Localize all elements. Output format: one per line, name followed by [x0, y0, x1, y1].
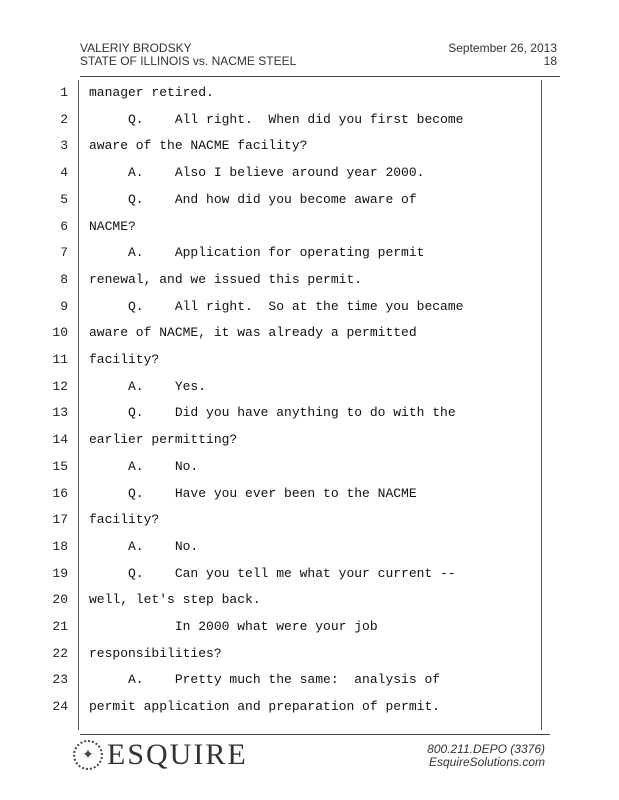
transcript-line: In 2000 what were your job [89, 619, 378, 634]
line-number: 9 [60, 298, 68, 314]
transcript-line: A. No. [89, 458, 199, 474]
footer-contact: 800.211.DEPO (3376) EsquireSolutions.com [427, 743, 545, 769]
line-number: 11 [52, 352, 68, 367]
line-number: 13 [52, 405, 68, 421]
logo-text: ESQUIRE [107, 738, 248, 771]
line-number: 14 [52, 432, 68, 448]
transcript-line: Q. Have you ever been to the NACME [89, 485, 417, 501]
transcript-line: aware of NACME, it was already a permitt… [89, 325, 417, 341]
transcript-line: Q. All right. When did you first become [89, 111, 464, 127]
phone-number: 800.211.DEPO (3376) [427, 742, 545, 756]
transcript-line: A. Yes. [89, 378, 207, 394]
deposition-date: September 26, 2013 [448, 41, 557, 55]
header-rule [80, 76, 560, 77]
transcript-line: facility? [89, 512, 160, 528]
transcript-line: A. Pretty much the same: analysis of [89, 672, 441, 688]
line-number: 1 [60, 85, 68, 100]
header-right: September 26, 2013 18 [448, 42, 557, 68]
transcript-line: Q. Can you tell me what your current -- [89, 565, 456, 581]
left-margin-line [78, 80, 79, 730]
esquire-logo: ✦ ESQUIRE [73, 738, 248, 772]
transcript-line: A. No. [89, 538, 199, 554]
transcript-line: well, let's step back. [89, 592, 261, 608]
line-number: 4 [60, 165, 68, 181]
witness-name: VALERIY BRODSKY [80, 41, 192, 55]
line-number: 12 [52, 378, 68, 394]
line-number: 22 [52, 645, 68, 661]
transcript-line: A. Also I believe around year 2000. [89, 165, 425, 181]
line-number: 10 [52, 325, 68, 341]
line-number: 16 [52, 485, 68, 501]
line-number: 17 [52, 512, 68, 528]
case-name: STATE OF ILLINOIS vs. NACME STEEL [80, 54, 297, 68]
transcript-line: aware of the NACME facility? [89, 138, 308, 154]
header-left: VALERIY BRODSKY STATE OF ILLINOIS vs. NA… [80, 42, 296, 68]
line-number: 6 [60, 218, 68, 234]
transcript-line: earlier permitting? [89, 432, 238, 448]
transcript-line: NACME? [89, 218, 136, 234]
transcript-line: Q. Did you have anything to do with the [89, 405, 456, 421]
line-number: 15 [52, 458, 68, 474]
line-number: 23 [52, 672, 68, 688]
transcript-line: responsibilities? [89, 645, 222, 661]
transcript-line: facility? [89, 352, 160, 367]
line-number: 20 [52, 592, 68, 608]
transcript-line: Q. All right. So at the time you became [89, 298, 464, 314]
website[interactable]: EsquireSolutions.com [428, 755, 545, 769]
footer-rule [80, 734, 550, 735]
line-number: 7 [60, 245, 68, 261]
transcript-line: Q. And how did you become aware of [89, 191, 417, 207]
transcript-line: A. Application for operating permit [89, 245, 425, 261]
transcript-line: renewal, and we issued this permit. [89, 271, 363, 287]
line-number: 24 [52, 699, 68, 715]
line-number: 5 [60, 191, 68, 207]
line-number: 3 [60, 138, 68, 154]
line-number: 2 [60, 111, 68, 127]
right-margin-line [541, 80, 542, 730]
line-number: 19 [52, 565, 68, 581]
logo-clock-icon: ✦ [73, 740, 103, 770]
line-number: 8 [60, 271, 68, 287]
transcript-line: manager retired. [89, 85, 214, 100]
line-number: 21 [52, 619, 68, 634]
transcript-line: permit application and preparation of pe… [89, 699, 441, 715]
line-number: 18 [52, 538, 68, 554]
page-number: 18 [543, 54, 557, 68]
